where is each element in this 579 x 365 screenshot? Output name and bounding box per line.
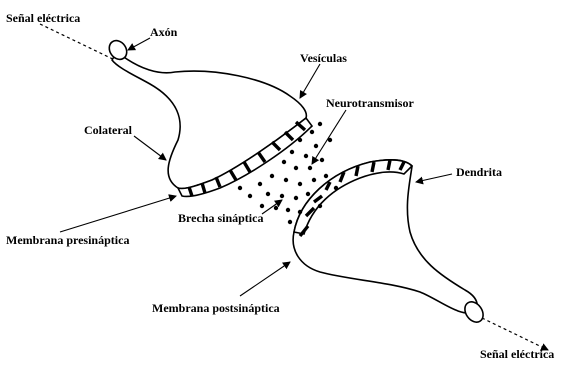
label-colateral: Colateral	[84, 123, 133, 137]
label-dendrita: Dendrita	[456, 165, 502, 179]
label-membrana-pre: Membrana presináptica	[6, 233, 129, 247]
label-vesiculas: Vesículas	[300, 51, 347, 65]
axon-pointer	[128, 38, 150, 50]
membrana-pre-pointer	[60, 196, 176, 232]
label-senal-out: Señal eléctrica	[480, 347, 554, 361]
presynaptic-terminal	[112, 52, 306, 189]
signal-out-arrow	[482, 318, 548, 350]
label-neurotransmisor: Neurotransmisor	[326, 96, 414, 110]
label-membrana-post: Membrana postsináptica	[152, 301, 280, 315]
colateral-pointer	[134, 136, 166, 160]
membrana-post-pointer	[240, 262, 290, 296]
label-senal-in: Señal eléctrica	[6, 11, 80, 25]
neurotransmisor-pointer	[312, 110, 346, 164]
postsynaptic-dendrite	[293, 160, 477, 313]
label-brecha: Brecha sináptica	[178, 211, 263, 225]
dendrita-pointer	[416, 174, 452, 182]
label-axon: Axón	[150, 25, 178, 39]
vesiculas-pointer	[300, 64, 320, 98]
brecha-pointer	[262, 200, 282, 214]
